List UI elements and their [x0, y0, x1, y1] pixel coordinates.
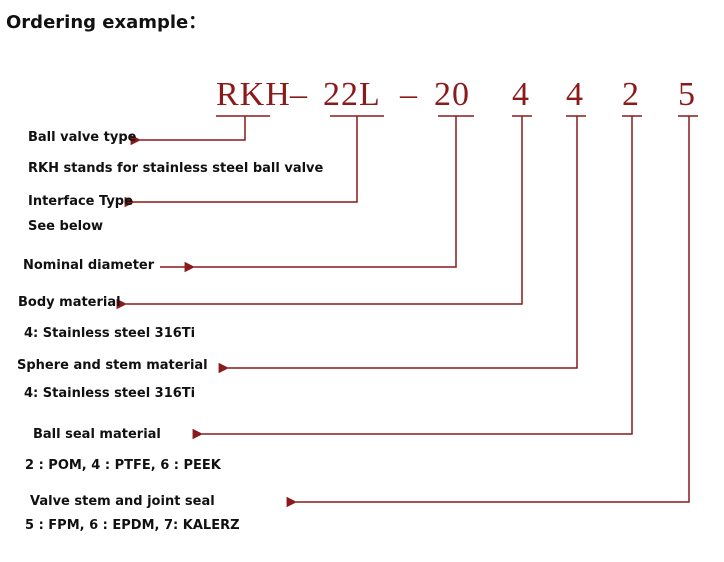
label-interface-desc: See below	[28, 219, 104, 234]
code-seg-ball-seal: 2	[622, 76, 640, 113]
label-sphere-stem-desc: 4: Stainless steel 316Ti	[24, 386, 196, 401]
connector-stem-seal	[286, 116, 690, 508]
label-ball-seal: Ball seal material	[33, 427, 161, 442]
connector-sphere	[218, 116, 578, 374]
code-seg-body: 4	[512, 76, 530, 113]
connector-interface	[124, 116, 358, 208]
code-seg-diameter: 20	[434, 76, 470, 113]
connector-diameter	[184, 116, 457, 273]
connector-ball-seal	[192, 116, 633, 440]
label-nominal-diameter: Nominal diameter	[23, 258, 155, 273]
connector-type	[130, 116, 246, 146]
label-sphere-stem: Sphere and stem material	[17, 358, 208, 373]
code-dash-2: –	[400, 76, 418, 113]
label-ball-valve-desc: RKH stands for stainless steel ball valv…	[28, 161, 324, 176]
code-seg-stem-seal: 5	[678, 76, 696, 113]
label-ball-valve-type: Ball valve type	[28, 130, 137, 145]
code-dash-1: –	[290, 76, 308, 113]
label-stem-joint-seal-desc: 5 : FPM, 6 : EPDM, 7: KALERZ	[25, 518, 240, 533]
label-ball-seal-desc: 2 : POM, 4 : PTFE, 6 : PEEK	[25, 458, 221, 473]
label-body-material-desc: 4: Stainless steel 316Ti	[24, 326, 196, 341]
connector-body	[116, 116, 523, 310]
label-interface-type: Interface Type	[28, 194, 133, 209]
label-stem-joint-seal: Valve stem and joint seal	[30, 494, 215, 509]
code-seg-type: RKH	[216, 76, 291, 113]
code-seg-sphere: 4	[566, 76, 584, 113]
diagram-heading: Ordering example：	[6, 12, 207, 33]
label-body-material: Body material	[18, 295, 121, 310]
code-seg-interface: 22L	[323, 76, 381, 113]
